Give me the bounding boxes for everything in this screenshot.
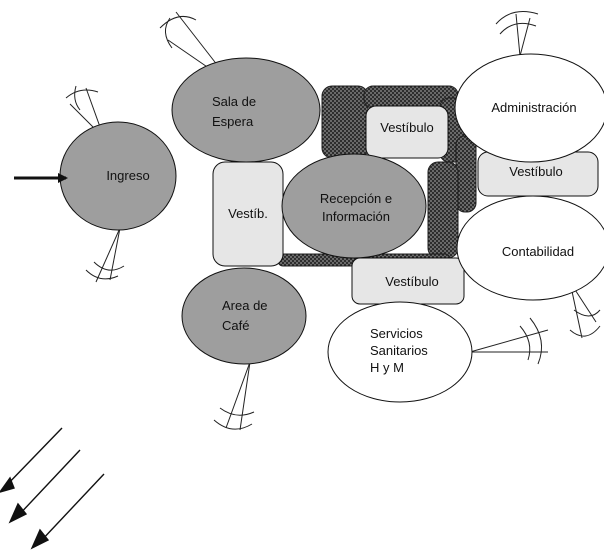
corridor-vestibulo-right: Vestíbulo — [477, 151, 599, 197]
space-label: Servicios — [370, 326, 423, 341]
space-area-cafe: Area de Café — [181, 267, 307, 365]
space-label: Ingreso — [106, 168, 149, 183]
space-sala-espera: Sala de Espera — [171, 57, 321, 163]
space-administracion: Administración — [454, 53, 604, 163]
sun-direction-arrows-icon — [0, 427, 105, 550]
circulation-connectors — [277, 85, 477, 267]
space-contabilidad: Contabilidad — [456, 195, 604, 301]
corridor-vestibulo-top: Vestíbulo — [365, 105, 449, 159]
connector-block — [427, 161, 459, 259]
corridor-vestibulo-bottom: Vestíbulo — [351, 257, 465, 305]
space-label: Información — [322, 209, 390, 224]
space-label: Café — [222, 318, 249, 333]
space-label: H y M — [370, 360, 404, 375]
space-label: Sanitarios — [370, 343, 428, 358]
space-label: Contabilidad — [502, 244, 574, 259]
space-recepcion: Recepción e Información — [281, 153, 427, 259]
space-ingreso: Ingreso — [59, 121, 177, 231]
space-label: Espera — [212, 114, 254, 129]
space-label: Sala de — [212, 94, 256, 109]
corridor-vestib-left: Vestíb. — [212, 161, 284, 267]
space-label: Recepción e — [320, 191, 392, 206]
corridor-label: Vestíbulo — [509, 164, 563, 179]
corridor-label: Vestíbulo — [380, 120, 434, 135]
space-label: Administración — [491, 100, 576, 115]
corridor-label: Vestíbulo — [385, 274, 439, 289]
corridor-label: Vestíb. — [228, 206, 268, 221]
space-label: Area de — [222, 298, 268, 313]
space-servicios: Servicios Sanitarios H y M — [327, 301, 473, 403]
connector-block — [321, 85, 369, 159]
connector-block — [455, 135, 477, 213]
